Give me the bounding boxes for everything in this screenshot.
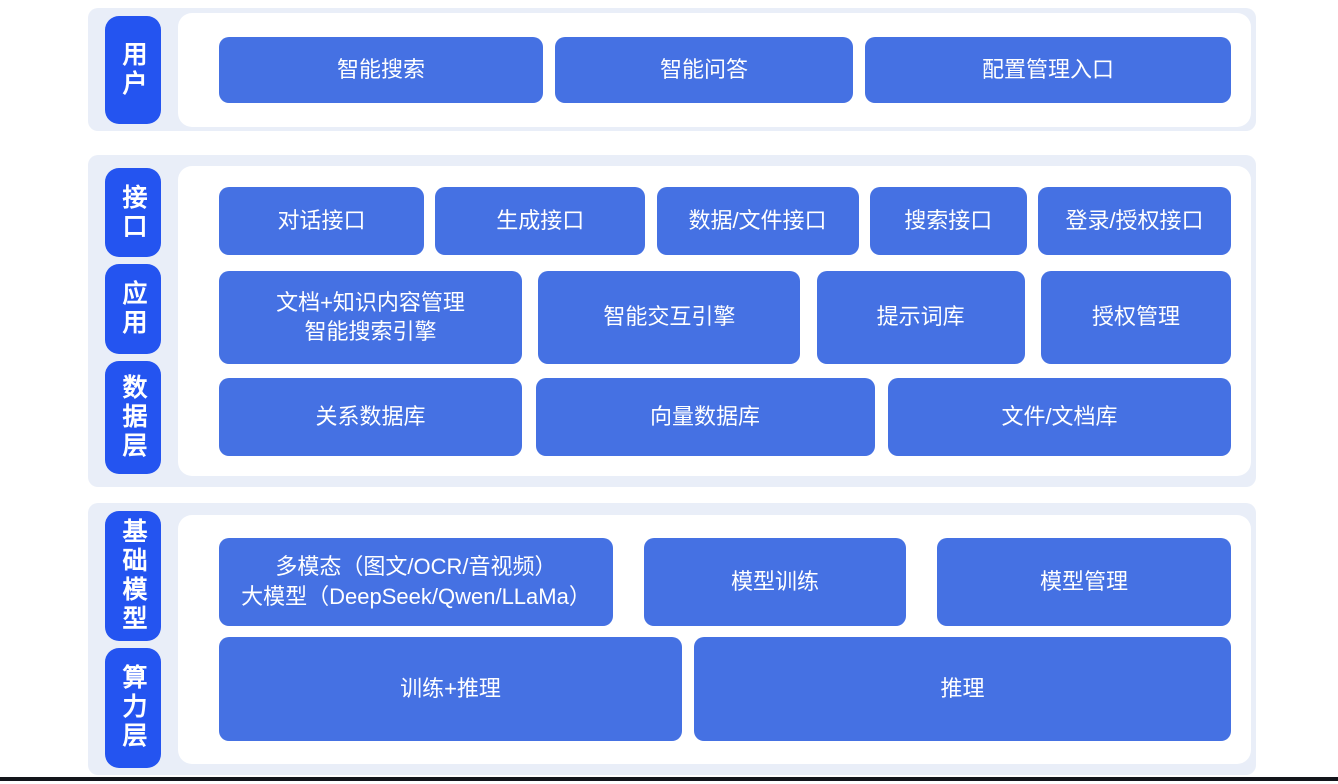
block-search-api: 搜索接口: [869, 186, 1027, 255]
tag-compute-layer: 算力层: [105, 647, 161, 768]
block-config-management-entry: 配置管理入口: [865, 36, 1231, 103]
tag-column-middle: 接口 应用 数据层: [105, 168, 161, 474]
block-generation-api: 生成接口: [435, 186, 646, 255]
row-data-stores: 关系数据库 向量数据库 文件/文档库: [219, 377, 1231, 456]
section-user-layer: 用户 智能搜索 智能问答 配置管理入口: [88, 8, 1256, 131]
block-vector-db: 向量数据库: [535, 377, 875, 456]
block-doc-knowledge-search-engine: 文档+知识内容管理 智能搜索引擎: [219, 270, 522, 364]
block-smart-search: 智能搜索: [219, 36, 543, 103]
tag-user-layer: 用户: [105, 15, 161, 124]
row-user-entries: 智能搜索 智能问答 配置管理入口: [219, 36, 1231, 103]
tag-data-layer: 数据层: [105, 361, 161, 474]
row-applications: 文档+知识内容管理 智能搜索引擎 智能交互引擎 提示词库 授权管理: [219, 270, 1231, 364]
section-foundation-compute: 基础模型 算力层 多模态（图文/OCR/音视频） 大模型（DeepSeek/Qw…: [88, 503, 1256, 775]
block-auth-management: 授权管理: [1040, 270, 1231, 364]
block-prompt-library: 提示词库: [816, 270, 1025, 364]
row-foundation-models: 多模态（图文/OCR/音视频） 大模型（DeepSeek/Qwen/LLaMa）…: [219, 537, 1231, 626]
block-model-training: 模型训练: [644, 537, 906, 626]
row-compute: 训练+推理 推理: [219, 636, 1231, 741]
block-file-doc-store: 文件/文档库: [888, 377, 1231, 456]
block-interactive-engine: 智能交互引擎: [538, 270, 801, 364]
block-multimodal-llm: 多模态（图文/OCR/音视频） 大模型（DeepSeek/Qwen/LLaMa）: [219, 537, 613, 626]
panel-user-layer: 智能搜索 智能问答 配置管理入口: [178, 12, 1251, 127]
bottom-divider: [0, 777, 1338, 781]
block-inference: 推理: [694, 636, 1231, 741]
block-relational-db: 关系数据库: [219, 377, 522, 456]
tag-foundation-model-layer: 基础模型: [105, 510, 161, 641]
block-training-inference: 训练+推理: [219, 636, 682, 741]
block-dialog-api: 对话接口: [219, 186, 424, 255]
block-model-management: 模型管理: [937, 537, 1231, 626]
block-login-auth-api: 登录/授权接口: [1038, 186, 1231, 255]
tag-interface-layer: 接口: [105, 168, 161, 257]
section-interface-application-data: 接口 应用 数据层 对话接口 生成接口 数据/文件接口 搜索接口 登录/授权接口…: [88, 155, 1256, 487]
tag-application-layer: 应用: [105, 264, 161, 354]
tag-column-bottom: 基础模型 算力层: [105, 510, 161, 768]
block-data-file-api: 数据/文件接口: [656, 186, 859, 255]
panel-middle-layers: 对话接口 生成接口 数据/文件接口 搜索接口 登录/授权接口 文档+知识内容管理…: [178, 166, 1251, 476]
tag-column-user: 用户: [105, 15, 161, 124]
row-interfaces: 对话接口 生成接口 数据/文件接口 搜索接口 登录/授权接口: [219, 186, 1231, 255]
panel-bottom-layers: 多模态（图文/OCR/音视频） 大模型（DeepSeek/Qwen/LLaMa）…: [178, 514, 1251, 764]
block-smart-qa: 智能问答: [555, 36, 853, 103]
architecture-diagram: 用户 智能搜索 智能问答 配置管理入口 接口 应用 数据层 对话接口 生成接口 …: [88, 8, 1256, 775]
